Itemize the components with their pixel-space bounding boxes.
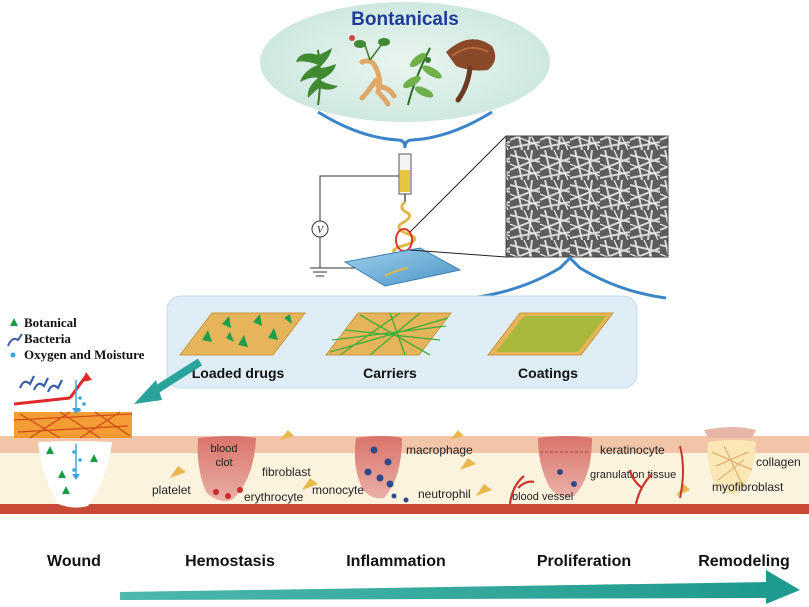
botanicals-panel: Bontanicals [260,2,550,122]
collector-plate [343,247,462,287]
inflammation-stage: macrophage monocyte neutrophil [312,430,492,503]
voltage-source [311,220,329,238]
coatings-label: Coatings [518,365,578,381]
carriers-label: Carriers [363,365,417,381]
granulation-tissue-label: granulation tissue [590,469,676,481]
stage-hemostasis: Hemostasis [185,553,275,570]
carriers-sheet [324,312,453,356]
fiber-jet [392,200,417,260]
legend-bacteria: Bacteria [24,331,71,346]
herb-leaf-icon [296,48,338,106]
keratinocyte-label: keratinocyte [600,443,665,457]
collagen-label: collagen [756,455,801,469]
oxygen-legend-icon [10,352,16,358]
base-layer [0,504,809,514]
stage-proliferation: Proliferation [537,553,631,570]
skin-tissue [0,436,809,514]
legend-oxygen-moisture: Oxygen and Moisture [24,347,145,362]
brace-middle [469,255,667,300]
oxygen-moisture-icon [72,396,86,472]
myofibroblast-label: myofibroblast [712,480,784,494]
botanical-legend-icon [10,318,18,326]
ground-icon [310,267,330,277]
bacteria-icon [18,375,63,393]
remodeling-stage: collagen myofibroblast [679,427,801,499]
legend: Botanical Bacteria Oxygen and Moisture [7,315,145,362]
proliferation-stage: keratinocyte granulation tissue blood ve… [508,436,690,505]
botanicals-title: Bontanicals [351,9,459,30]
wound-stage [13,372,133,508]
brace-top [317,110,493,149]
blood-clot-label-1: blood [211,443,238,455]
neutrophil-label: neutrophil [418,487,471,501]
monocyte-label: monocyte [312,483,364,497]
sem-fiber-image [505,135,669,258]
ginseng-icon [349,35,397,107]
erythrocyte-label: erythrocyte [244,490,304,504]
platelet-label: platelet [152,483,191,497]
stage-inflammation: Inflammation [346,553,446,570]
loaded-drugs-label: Loaded drugs [192,365,285,381]
loaded-drugs-sheet [178,312,307,356]
blood-vessel-icon [508,469,653,505]
coatings-sheet [486,312,615,356]
epidermis-layer [0,436,809,453]
stage-wound: Wound [47,553,101,570]
blood-clot-label-2: clot [215,457,232,469]
voltage-label: V [317,225,325,236]
apply-arrow [134,358,203,404]
stage-remodeling: Remodeling [698,553,790,570]
timeline-arrow [120,570,800,604]
forms-panel: Loaded drugs Carriers Coatings [166,295,638,389]
mushroom-icon [446,39,496,103]
hemostasis-stage: blood clot fibroblast platelet erythrocy… [152,430,318,504]
blood-vessel-label: blood vessel [512,491,573,503]
legend-botanical: Botanical [24,315,77,330]
fibroblast-label: fibroblast [262,465,311,479]
bacteria-legend-icon [7,333,23,347]
macrophage-label: macrophage [406,443,473,457]
stage-labels: Wound Hemostasis Inflammation Proliferat… [47,553,790,570]
botanicals-oval [260,2,550,122]
herb-stem-icon [403,47,442,106]
electrospinning-setup: V [310,135,669,287]
